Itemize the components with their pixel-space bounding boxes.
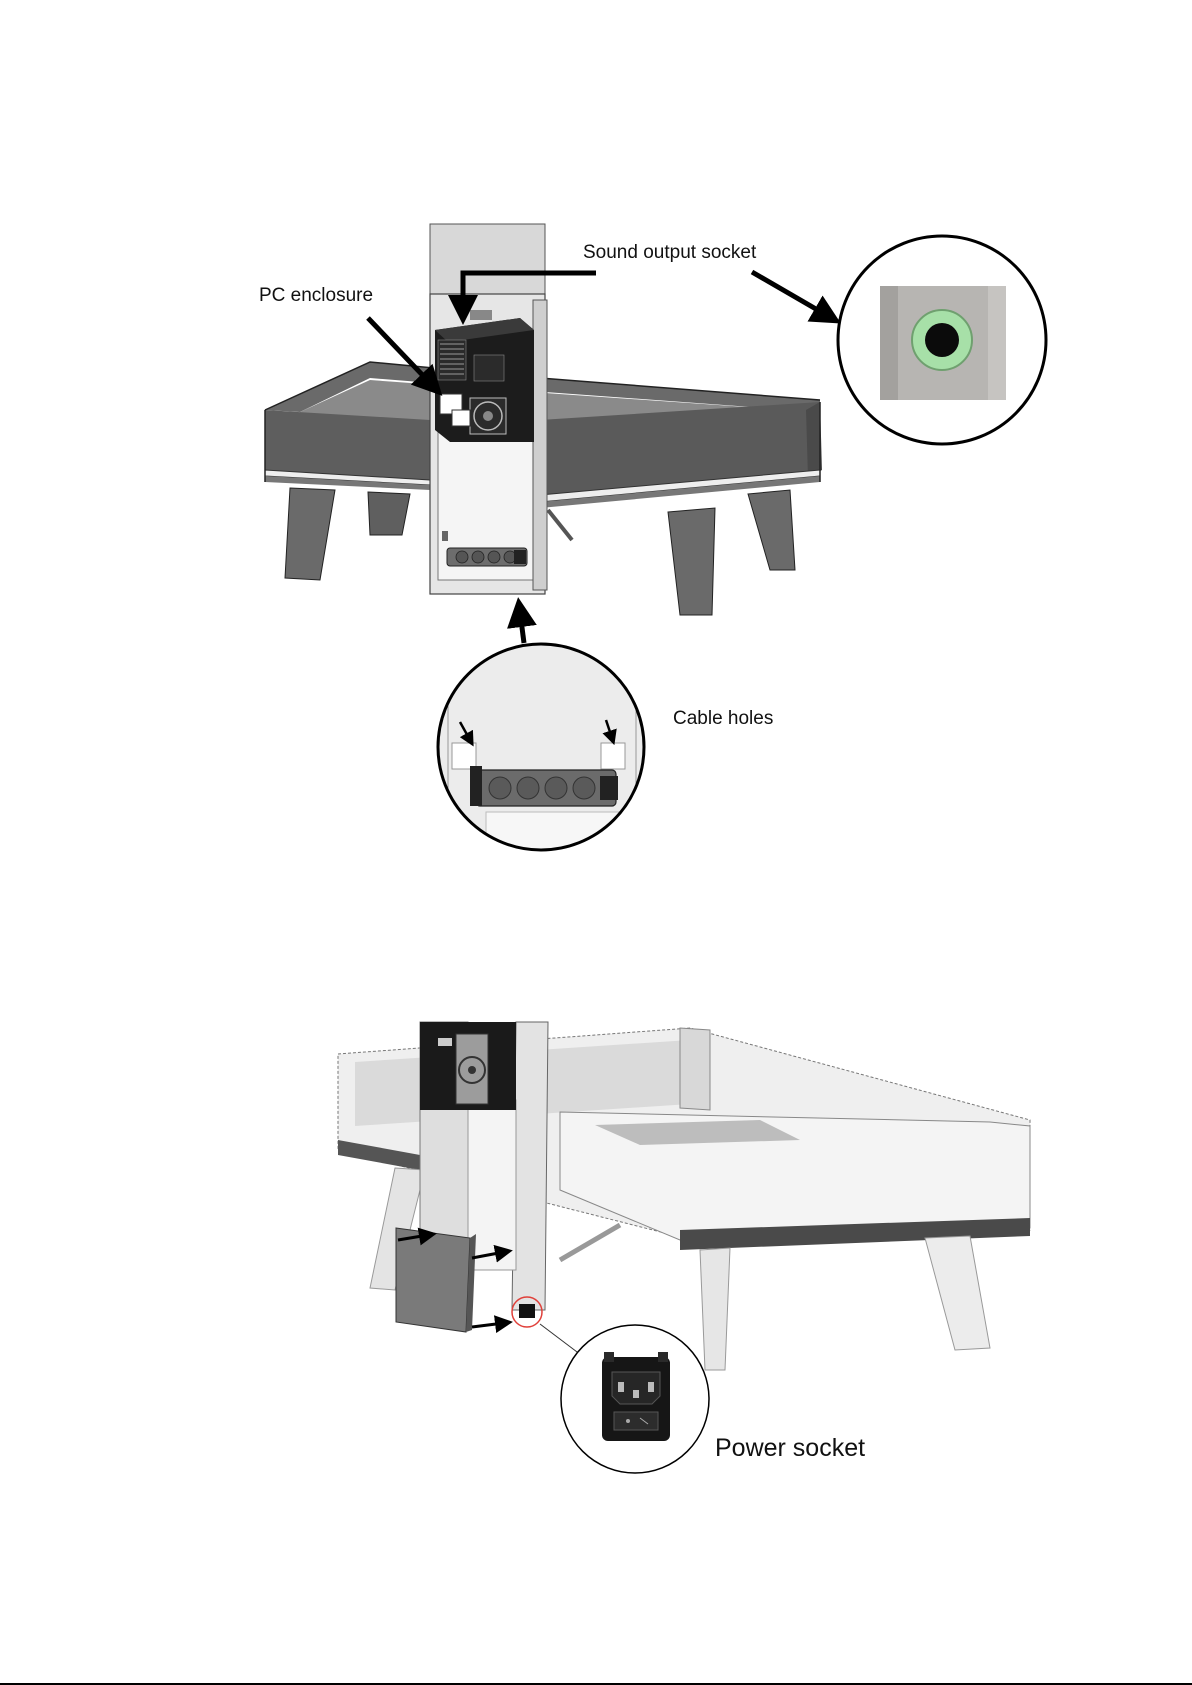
pc-enclosure-figure	[0, 0, 1192, 880]
label-cable-holes: Cable holes	[673, 708, 773, 730]
pc-enclosure-box	[435, 310, 534, 442]
power-socket-figure	[0, 990, 1192, 1510]
power-socket-inset	[561, 1325, 709, 1473]
sound-socket-inset	[838, 236, 1046, 444]
power-socket-on-column	[519, 1304, 535, 1318]
label-sound-output-socket: Sound output socket	[583, 242, 756, 264]
cable-holes-inset	[438, 644, 644, 850]
label-power-socket: Power socket	[715, 1434, 865, 1463]
label-pc-enclosure: PC enclosure	[259, 285, 373, 307]
